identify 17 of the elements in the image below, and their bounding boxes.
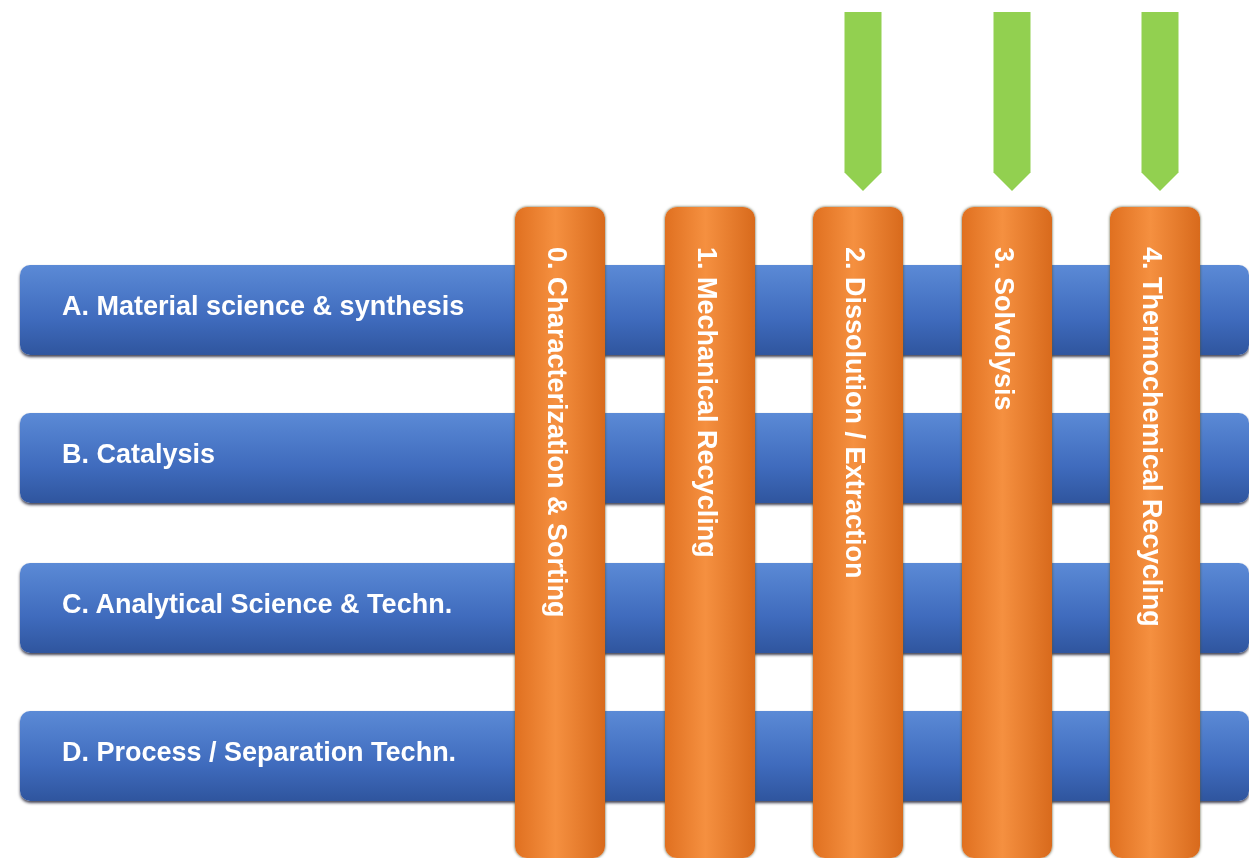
down-arrow <box>844 12 882 191</box>
bar-label: D. Process / Separation Techn. <box>62 737 457 768</box>
recycling-route-bar <box>813 207 903 858</box>
recycling-route-bar <box>665 207 755 858</box>
bar-label: 3. Solvolysis <box>988 247 1019 411</box>
recycling-route-bar <box>1110 207 1200 858</box>
bar-label: 1. Mechanical Recycling <box>691 247 722 558</box>
bar-label: B. Catalysis <box>62 439 216 470</box>
bar-label: 4. Thermochemical Recycling <box>1136 247 1167 627</box>
bar-label: C. Analytical Science & Techn. <box>62 589 453 620</box>
down-arrow <box>1141 12 1179 191</box>
recycling-route-bar <box>962 207 1052 858</box>
down-arrow <box>993 12 1031 191</box>
bar-label: A. Material science & synthesis <box>62 291 465 322</box>
bar-label: 2. Dissolution / Extraction <box>839 247 870 579</box>
bar-label: 0. Characterization & Sorting <box>541 247 572 618</box>
recycling-route-bar <box>515 207 605 858</box>
